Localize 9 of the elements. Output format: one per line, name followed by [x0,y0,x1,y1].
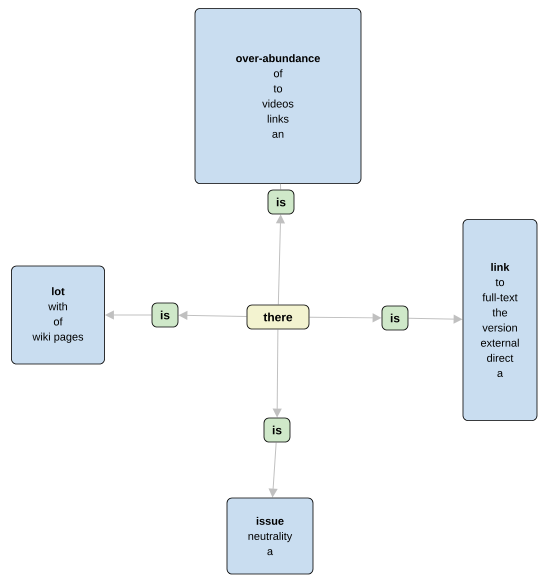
linking-phrase-box: is [268,190,294,214]
concept-box: link to full-text the version external direct a [462,219,538,421]
concept-box: issue neutrality a [226,498,314,574]
concept-box: there [246,304,310,330]
concept-box: over-abundance of to videos links an [194,8,362,184]
linking-phrase-box: is [152,302,178,328]
linking-phrase-box: is [382,306,408,330]
linking-phrase-box: is [264,418,290,442]
concept-box: lot with of wiki pages [11,266,105,364]
